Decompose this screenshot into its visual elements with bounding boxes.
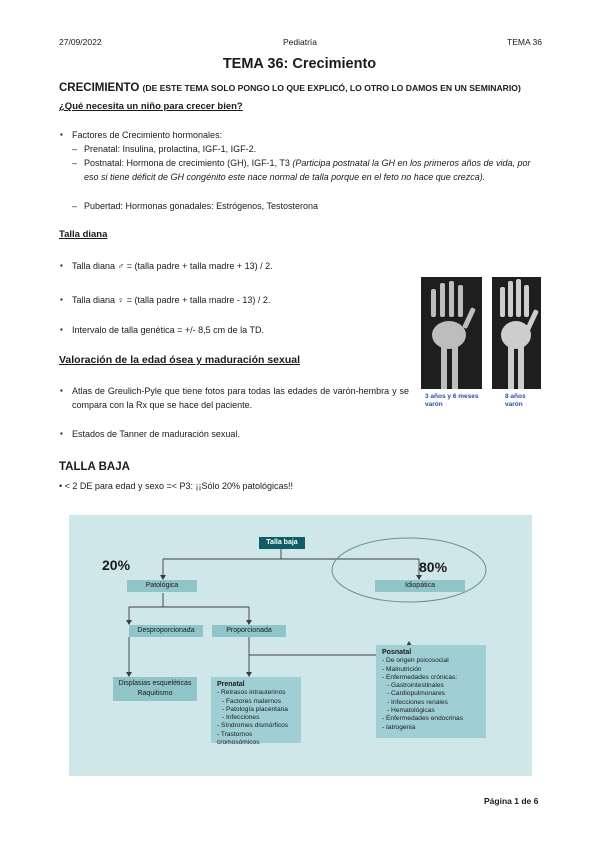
- talla-diana-female: Talla diana ♀ = (talla padre + talla mad…: [60, 293, 270, 307]
- header-date: 27/09/2022: [59, 37, 102, 47]
- xray-hand-image-2: [492, 277, 541, 389]
- posnatal-item: - Malnutrición: [382, 665, 422, 673]
- diagram-patologica-box: Patológica: [127, 580, 197, 592]
- talla-baja-diagram: Talla baja 20% 80% Patológica Idiopática…: [69, 515, 532, 776]
- diagram-root-box: Talla baja: [259, 537, 305, 549]
- header-tema: TEMA 36: [507, 37, 542, 47]
- crecimiento-note: (DE ESTE TEMA SOLO PONGO LO QUE EXPLICÓ,…: [142, 83, 521, 93]
- header-subject: Pediatría: [283, 37, 318, 47]
- prenatal-item: - Infecciones: [222, 714, 260, 722]
- posnatal-item: - Enfermedades crónicas:: [382, 673, 458, 681]
- diagram-idiopatica-box: Idiopática: [375, 580, 465, 592]
- talla-intervalo: Intervalo de talla genética = +/- 8,5 cm…: [60, 323, 264, 337]
- prenatal-item: - Patología placentaria: [222, 705, 288, 713]
- talla-baja-desc: • < 2 DE para edad y sexo =< P3: ¡¡Sólo …: [59, 481, 294, 491]
- crecimiento-heading: CRECIMIENTO (DE ESTE TEMA SOLO PONGO LO …: [59, 82, 521, 94]
- posnatal-item: - De origen psicosocial: [382, 657, 449, 665]
- valoracion-tanner: Estados de Tanner de maduración sexual.: [60, 427, 240, 441]
- factores-prenatal: Prenatal: Insulina, prolactina, IGF-1, I…: [72, 142, 256, 156]
- posnatal-item: - Iatrogenia: [382, 723, 416, 731]
- factores-title: Factores de Crecimiento hormonales:: [60, 128, 222, 142]
- talla-diana-heading: Talla diana: [59, 229, 108, 240]
- posnatal-title: Posnatal: [382, 649, 412, 656]
- question-subheading: ¿Qué necesita un niño para crecer bien?: [59, 101, 243, 112]
- talla-diana-male: Talla diana ♂ = (talla padre + talla mad…: [60, 259, 273, 273]
- xray-hand-image-1: [421, 277, 482, 389]
- diagram-displasias-box: Displasias esqueléticas Raquitismo: [113, 677, 197, 701]
- valoracion-atlas: Atlas de Greulich-Pyle que tiene fotos p…: [60, 384, 409, 412]
- posnatal-item: - Gastrointestinales: [387, 682, 444, 690]
- page-title: TEMA 36: Crecimiento: [222, 56, 377, 72]
- posnatal-item: - Cardiopulmonares: [387, 690, 445, 698]
- xray-caption-2: 8 años varón: [505, 393, 526, 408]
- prenatal-item: - Trastornos cromosómicos: [217, 730, 260, 747]
- raquitismo-label: Raquitismo: [137, 690, 173, 697]
- diagram-connectors: [126, 537, 487, 677]
- diagram-prenatal-panel: Prenatal - Retrasos intrauterinos - Fact…: [211, 677, 301, 746]
- diagram-desproporcionada-box: Desproporcionada: [129, 625, 203, 637]
- diagram-posnatal-panel: Posnatal - De origen psicosocial - Malnu…: [376, 645, 486, 738]
- talla-baja-heading: TALLA BAJA: [59, 461, 130, 473]
- prenatal-title: Prenatal: [217, 681, 245, 688]
- page-footer: Página 1 de 6: [484, 796, 539, 806]
- prenatal-item: - Síndromes dismórficos: [217, 722, 289, 730]
- diagram-proporcionada-box: Proporcionada: [212, 625, 286, 637]
- posnatal-item: - Hematológicas: [387, 707, 435, 715]
- valoracion-heading: Valoración de la edad ósea y maduración …: [59, 354, 301, 366]
- xray-caption-1: 3 años y 6 meses varón: [425, 393, 479, 408]
- factores-pubertad: Pubertad: Hormonas gonadales: Estrógenos…: [72, 199, 318, 213]
- displasias-label: Displasias esqueléticas: [118, 680, 192, 687]
- prenatal-item: - Retrasos intrauterinos: [217, 689, 286, 697]
- posnatal-item: - Enfermedades endocrinas: [382, 715, 464, 723]
- diagram-pct-left: 20%: [102, 557, 131, 573]
- postnatal-note: (Participa postnatal la GH en los primer…: [84, 158, 531, 183]
- prenatal-item: - Factores maternos: [222, 697, 281, 705]
- diagram-pct-right: 80%: [419, 559, 448, 575]
- factores-postnatal: Postnatal: Hormona de crecimiento (GH), …: [72, 156, 544, 184]
- posnatal-item: - Infecciones renales: [387, 698, 448, 706]
